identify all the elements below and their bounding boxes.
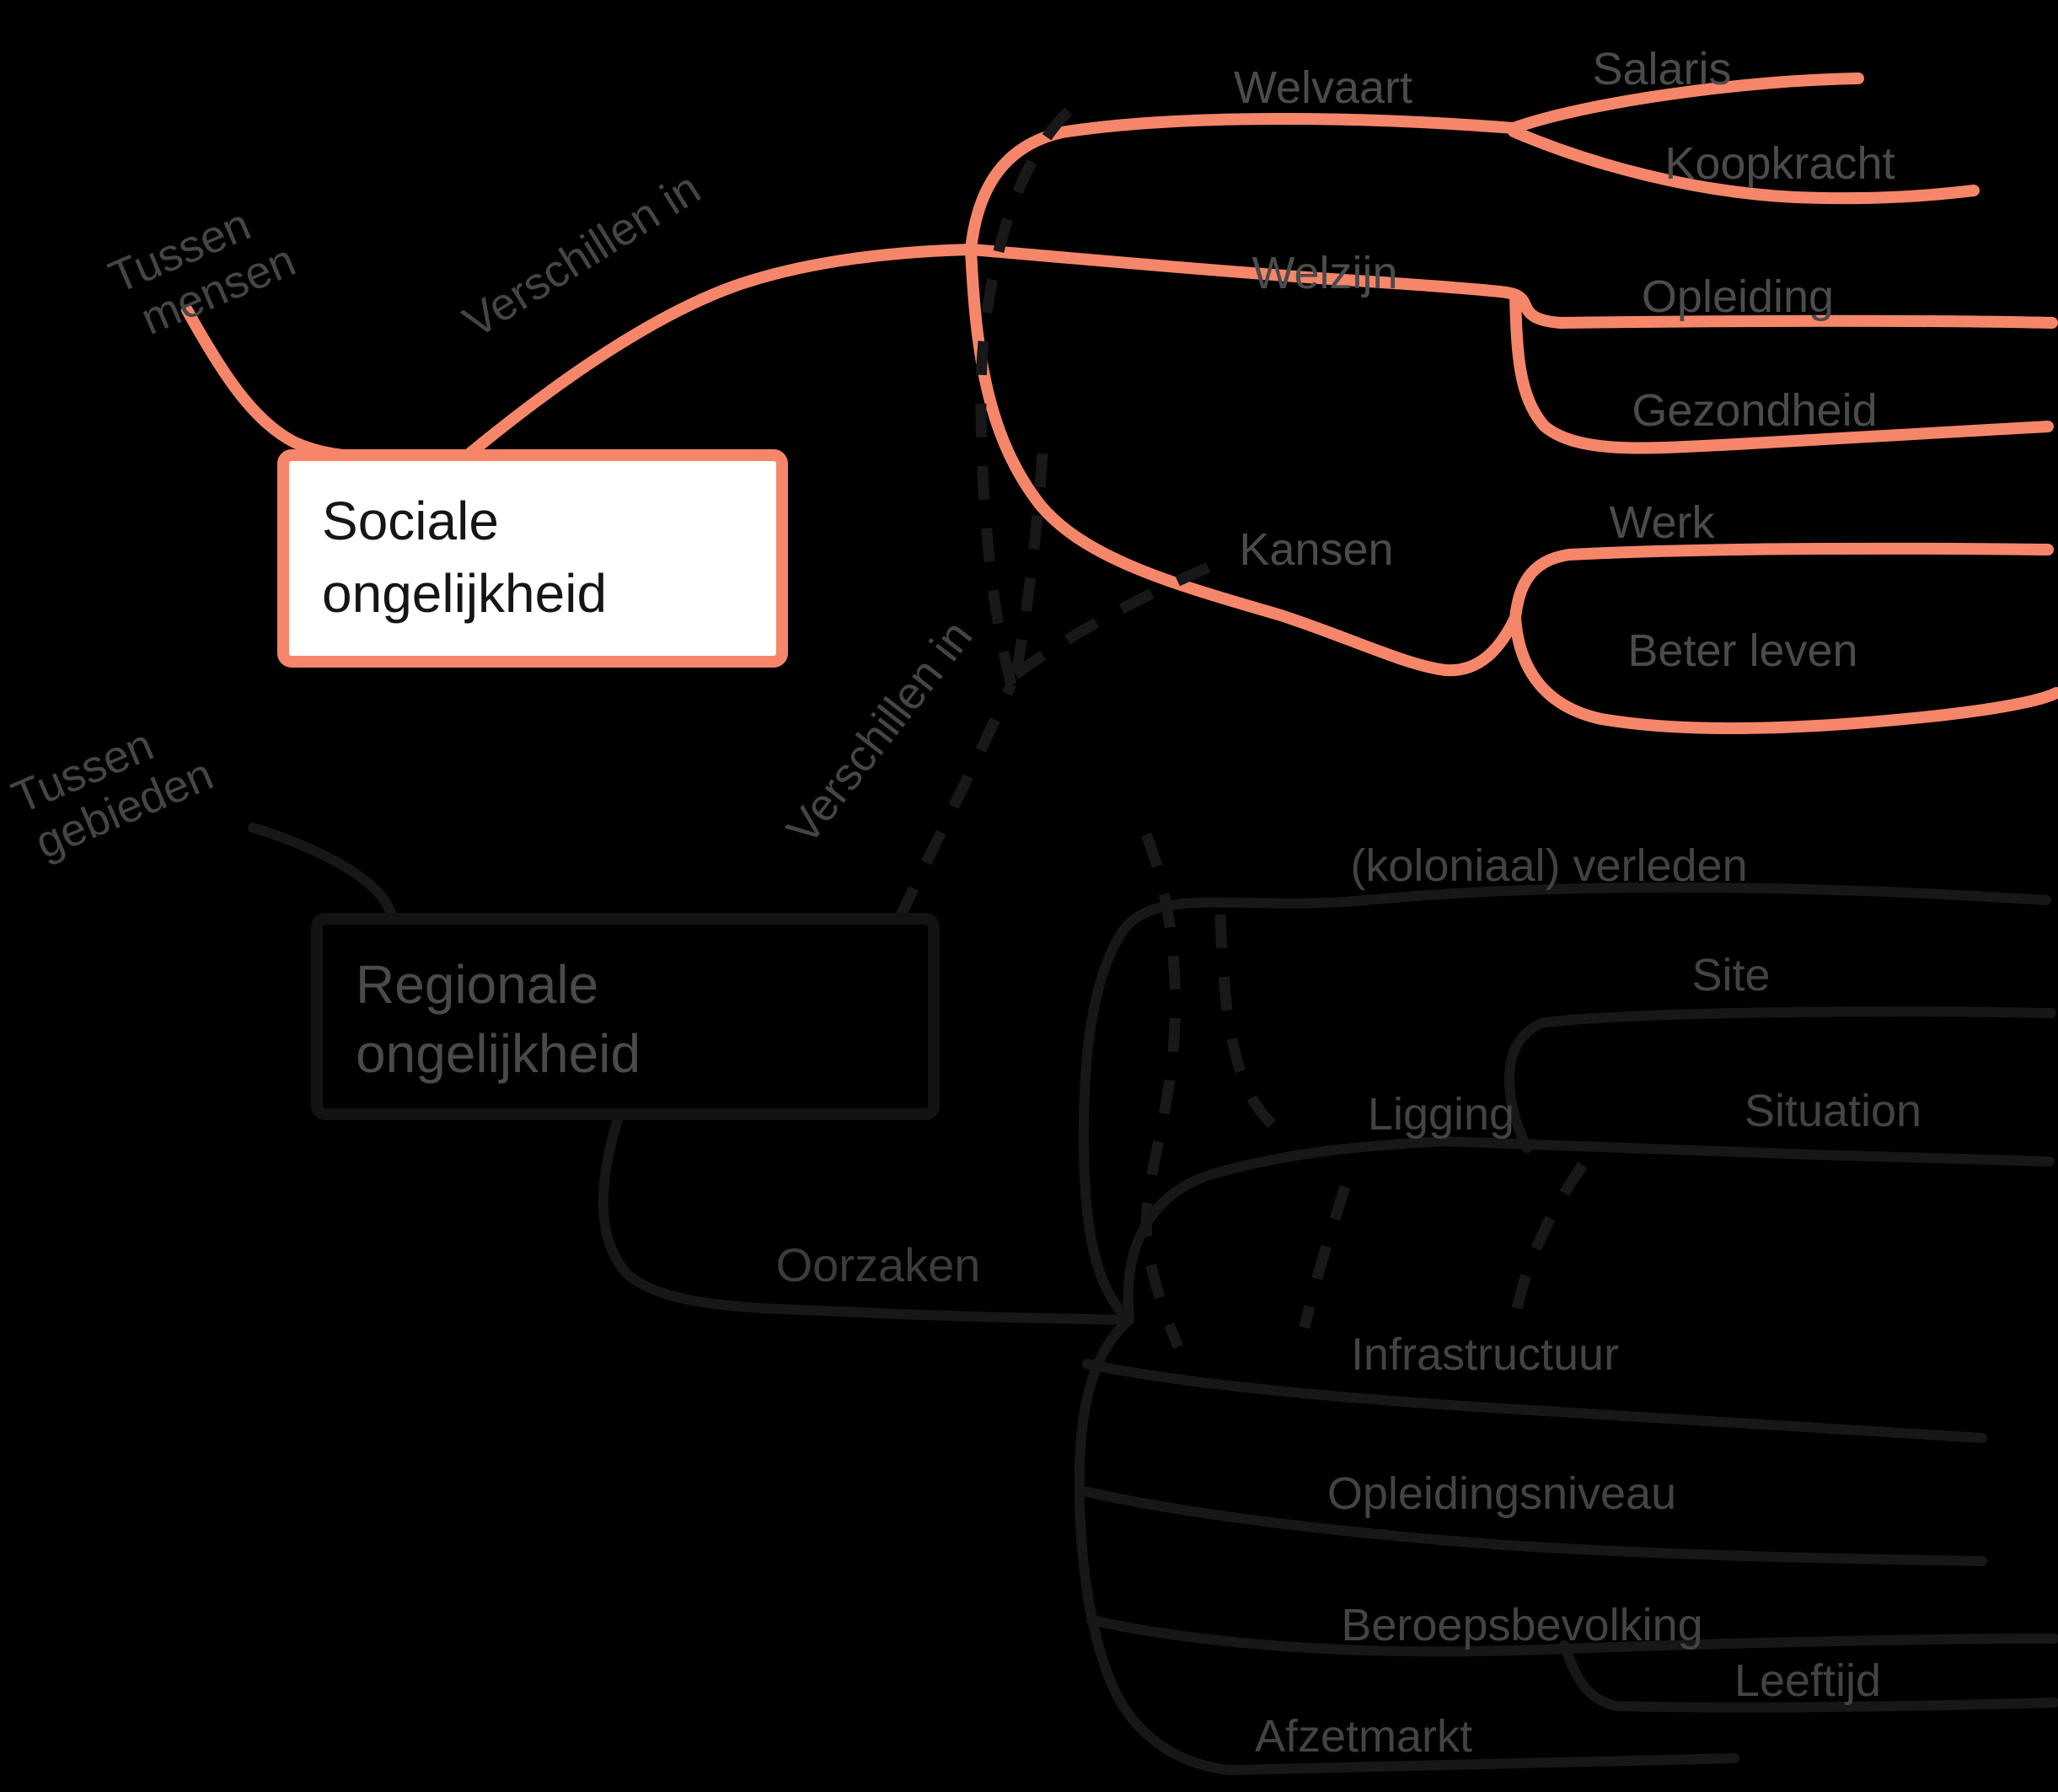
label-welvaart[interactable]: Welvaart [1234, 62, 1412, 113]
label-kansen[interactable]: Kansen [1239, 524, 1393, 575]
node-sociale-ongelijkheid[interactable]: Sociale ongelijkheid [277, 449, 788, 668]
branch-welvaart-line [965, 113, 1519, 255]
label-ligging[interactable]: Ligging [1368, 1089, 1514, 1140]
label-beter-leven[interactable]: Beter leven [1627, 625, 1857, 676]
branch-opleidingsniveau-line [1075, 1485, 1987, 1566]
label-opleiding[interactable]: Opleiding [1642, 271, 1834, 322]
label-opleidingsniveau[interactable]: Opleidingsniveau [1327, 1468, 1676, 1519]
label-welzijn[interactable]: Welzijn [1251, 248, 1397, 298]
label-gezondheid[interactable]: Gezondheid [1632, 385, 1877, 436]
branch-werk-line [1509, 542, 2054, 624]
dashed-verschillen-trunk [894, 682, 1016, 921]
sociale-box[interactable] [277, 449, 788, 668]
dashed-verleden-to-infrastructuur [1140, 832, 1184, 1349]
branch-verleden-line [1078, 882, 2051, 1325]
dashed-to-welvaart [975, 105, 1075, 686]
label-infrastructuur[interactable]: Infrastructuur [1351, 1329, 1619, 1380]
branch-site-line [1503, 1006, 2056, 1153]
regionale-box-title-line1[interactable]: Regionale [356, 954, 598, 1015]
branch-kansen-line [965, 244, 1521, 677]
trunk-down-afzetmarkt-line [1074, 1315, 1739, 1776]
dashed-v-right-segment [1299, 1185, 1351, 1329]
dashed-verleden-to-ligging [1214, 914, 1278, 1130]
branch-infrastructuur-line [1082, 1359, 1987, 1443]
label-situation[interactable]: Situation [1744, 1086, 1921, 1136]
branch-oorzaken-line [598, 1109, 1134, 1325]
label-beroepsbevolking[interactable]: Beroepsbevolking [1341, 1600, 1702, 1650]
label-salaris[interactable]: Salaris [1592, 44, 1731, 94]
branch-beroepsbevolking-line [1086, 1615, 2058, 1657]
label-site[interactable]: Site [1691, 950, 1770, 1001]
label-tussen-gebieden[interactable]: Tussen gebieden [5, 702, 221, 870]
label-koloniaal-verleden[interactable]: (koloniaal) verleden [1350, 840, 1747, 891]
branch-salaris-line [1508, 72, 1864, 134]
label-verschillen-in-regional[interactable]: Verschillen in [777, 611, 982, 854]
node-regionale-ongelijkheid[interactable]: Regionale ongelijkheid [311, 913, 940, 1120]
social-tree-lines [181, 72, 2058, 735]
dashed-links-lower [1140, 832, 1588, 1349]
branch-beter-leven-line [1509, 612, 2058, 735]
label-afzetmarkt[interactable]: Afzetmarkt [1255, 1711, 1472, 1762]
regional-tree-lines [248, 823, 2058, 1776]
regionale-box[interactable] [311, 913, 940, 1120]
regionale-box-title-line2[interactable]: ongelijkheid [356, 1023, 640, 1084]
branch-ligging-situation-line [1123, 1135, 2055, 1325]
label-werk[interactable]: Werk [1609, 497, 1715, 548]
link-tussen-gebieden-line [248, 823, 398, 924]
dashed-ligging-to-infrastructuur [1509, 1162, 1588, 1318]
branch-gezondheid-line [1509, 291, 2054, 454]
branch-leeftijd-line [1559, 1640, 2058, 1713]
branch-koopkracht-line [1508, 126, 1980, 205]
sociale-box-title-line2[interactable]: ongelijkheid [322, 563, 607, 624]
branch-verschillen-in-line [462, 244, 977, 461]
dashed-to-kansen [1012, 557, 1223, 679]
sociale-box-title-line1[interactable]: Sociale [322, 491, 499, 551]
label-oorzaken[interactable]: Oorzaken [776, 1238, 981, 1291]
label-koopkracht[interactable]: Koopkracht [1664, 138, 1895, 189]
dashed-links-upper [894, 105, 1223, 921]
dashed-parallel-segment [1010, 453, 1048, 674]
label-leeftijd[interactable]: Leeftijd [1734, 1655, 1881, 1706]
link-tussen-mensen-line [181, 304, 356, 462]
